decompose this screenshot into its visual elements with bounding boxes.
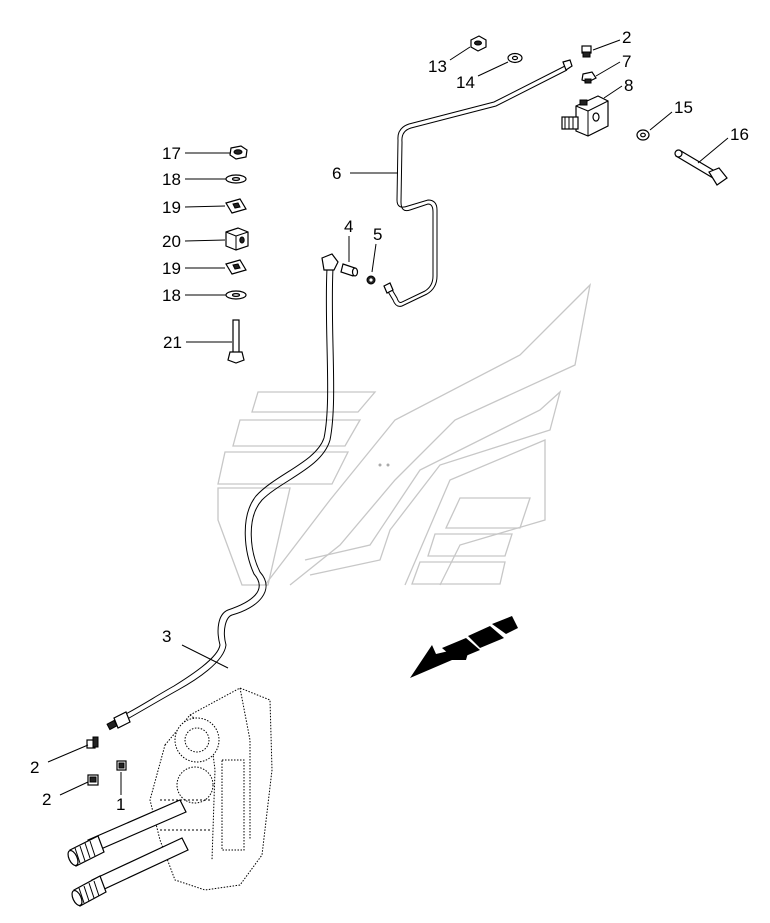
plate-19-upper bbox=[225, 198, 247, 214]
adapter-4 bbox=[340, 263, 359, 277]
callout-4: 4 bbox=[344, 217, 353, 236]
watermark-logo bbox=[217, 283, 592, 586]
callout-18-upper: 18 bbox=[162, 170, 181, 189]
washer-18-upper bbox=[225, 174, 247, 184]
rigid-pipe-6 bbox=[383, 59, 573, 307]
callout-2-lower-b: 2 bbox=[42, 790, 51, 809]
callout-3: 3 bbox=[162, 627, 171, 646]
clamp-20 bbox=[225, 227, 249, 251]
spline-shaft-end-upper bbox=[67, 835, 105, 867]
spline-shaft-end-lower bbox=[71, 875, 107, 907]
callout-16: 16 bbox=[730, 125, 749, 144]
washer-15 bbox=[636, 129, 650, 141]
leader-lines bbox=[47, 39, 729, 796]
callout-18-lower: 18 bbox=[162, 286, 181, 305]
callout-14: 14 bbox=[456, 73, 475, 92]
callout-1: 1 bbox=[116, 795, 125, 814]
fitting-1 bbox=[116, 760, 127, 771]
callout-2-lower-a: 2 bbox=[30, 758, 39, 777]
callout-7: 7 bbox=[622, 52, 631, 71]
callout-19-lower: 19 bbox=[162, 259, 181, 278]
callout-8: 8 bbox=[624, 76, 633, 95]
nut-5 bbox=[366, 275, 376, 285]
callout-20: 20 bbox=[162, 232, 181, 251]
callout-5: 5 bbox=[373, 225, 382, 244]
plate-19-lower bbox=[225, 259, 247, 275]
callout-19-upper: 19 bbox=[162, 198, 181, 217]
fitting-2-top bbox=[581, 45, 592, 58]
callout-15: 15 bbox=[674, 98, 693, 117]
callout-labels: 17 18 19 20 19 18 21 13 14 2 7 8 15 16 6… bbox=[30, 28, 749, 814]
valve-8 bbox=[561, 95, 609, 137]
hose-3 bbox=[106, 253, 339, 731]
callout-2-top: 2 bbox=[622, 28, 631, 47]
callout-13: 13 bbox=[428, 57, 447, 76]
fitting-2-lower-a bbox=[86, 736, 99, 749]
nut-17 bbox=[229, 145, 248, 160]
bolt-16 bbox=[674, 149, 728, 186]
washer-14 bbox=[507, 52, 523, 64]
nut-13 bbox=[470, 35, 487, 52]
transmission-housing bbox=[67, 687, 273, 907]
direction-arrow-icon bbox=[410, 616, 518, 678]
fitting-7 bbox=[581, 71, 597, 84]
callout-21: 21 bbox=[163, 333, 182, 352]
washer-18-lower bbox=[225, 290, 247, 300]
bolt-21 bbox=[227, 319, 245, 364]
callout-6: 6 bbox=[332, 164, 341, 183]
callout-17: 17 bbox=[162, 144, 181, 163]
fitting-2-lower-b bbox=[87, 774, 99, 786]
